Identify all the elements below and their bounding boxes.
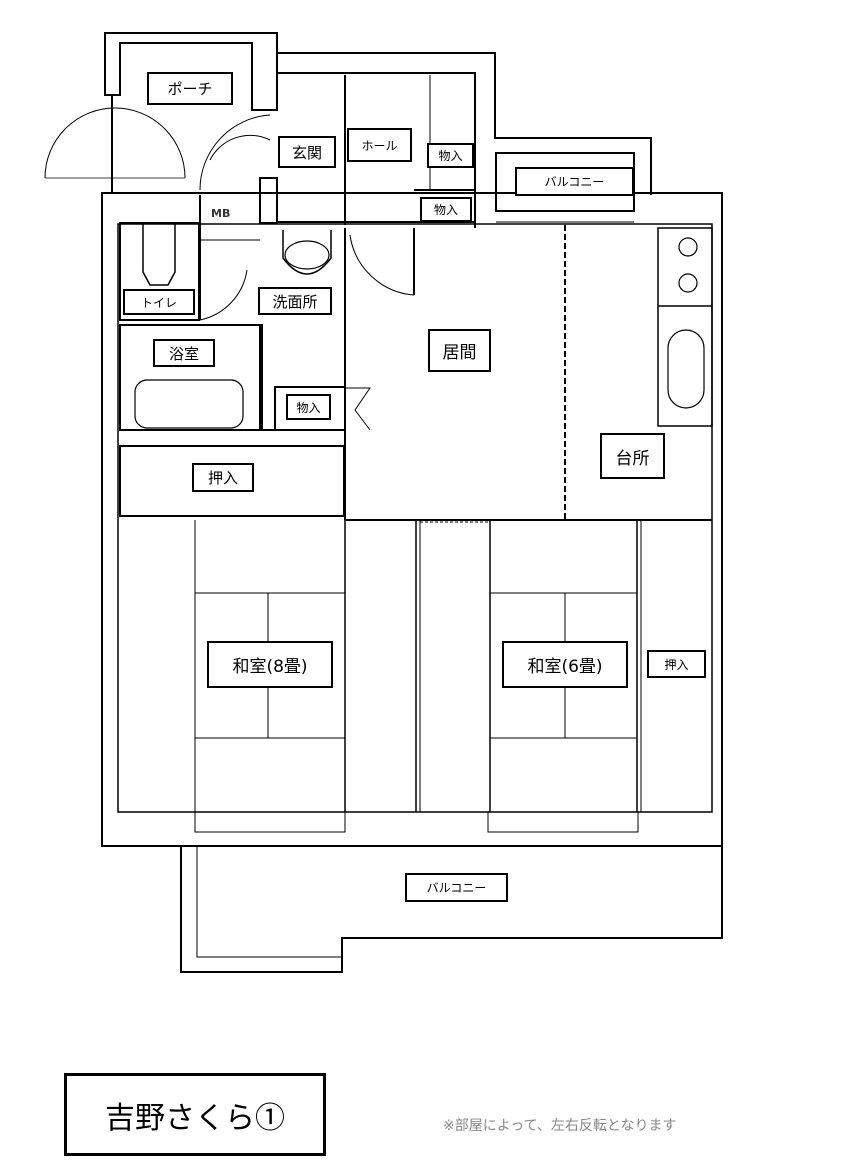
room-label-washitsu-6: 和室(6畳) <box>502 641 628 688</box>
room-label-storage-hall-2: 物入 <box>420 197 472 222</box>
room-label-closet-left: 押入 <box>192 463 254 492</box>
inner-wall <box>117 223 713 813</box>
north-wall <box>277 52 652 195</box>
balcony-top-wall <box>495 152 635 212</box>
outer-wall <box>101 192 723 847</box>
room-label-balcony-bottom: バルコニー <box>405 873 508 902</box>
room-label-toilet: トイレ <box>123 289 195 315</box>
room-label-living: 居間 <box>428 329 491 372</box>
room-label-bathroom: 浴室 <box>153 339 215 367</box>
property-title: 吉野さくら① <box>64 1073 326 1156</box>
room-label-washroom: 洗面所 <box>258 287 332 315</box>
room-label-kitchen: 台所 <box>600 433 665 479</box>
room-label-balcony-top: バルコニー <box>515 167 634 196</box>
mirror-note: ※部屋によって、左右反転となります <box>443 1118 677 1134</box>
room-label-porch: ポーチ <box>147 72 233 105</box>
room-label-hall: ホール <box>347 128 412 162</box>
room-label-closet-right: 押入 <box>647 650 706 678</box>
room-label-entrance: 玄関 <box>278 136 336 168</box>
balcony-bottom-wall <box>180 846 723 973</box>
room-label-storage-hall-1: 物入 <box>427 143 474 168</box>
porch-wall <box>104 32 278 111</box>
room-label-storage-wash: 物入 <box>286 394 331 420</box>
room-label-mb: MB <box>211 207 231 220</box>
room-label-washitsu-8: 和室(8畳) <box>207 641 333 688</box>
door-swings <box>44 107 415 431</box>
